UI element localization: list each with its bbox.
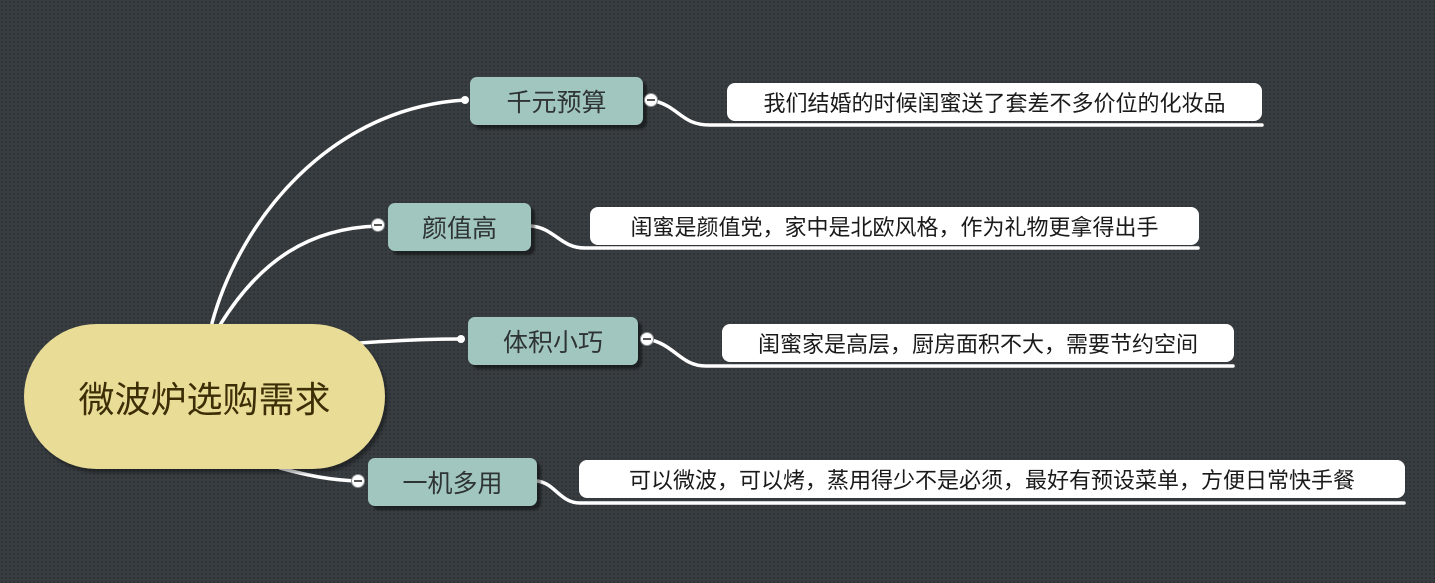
connector-dot (457, 335, 465, 343)
topic-compact-size[interactable]: 体积小巧 (468, 317, 638, 365)
connector-dot (461, 96, 469, 104)
topic-label: 千元预算 (506, 88, 607, 117)
note-text: 我们结婚的时候闺蜜送了套差不多价位的化妆品 (763, 92, 1226, 117)
root-topic[interactable]: 微波炉选购需求 (24, 324, 385, 469)
note-compact-size[interactable]: 闺蜜家是高层，厨房面积不大，需要节约空间 (722, 324, 1234, 362)
topic-label: 一机多用 (402, 469, 503, 498)
note-text: 闺蜜家是高层，厨房面积不大，需要节约空间 (757, 333, 1198, 358)
topic-label: 颜值高 (421, 214, 497, 243)
note-appearance[interactable]: 闺蜜是颜值党，家中是北欧风格，作为礼物更拿得出手 (590, 207, 1199, 245)
topic-appearance[interactable]: 颜值高 (388, 203, 531, 251)
note-multifunction[interactable]: 可以微波，可以烤，蒸用得少不是必须，最好有预设菜单，方便日常快手餐 (579, 460, 1405, 498)
collapse-toggle-icon[interactable] (351, 474, 365, 488)
note-text: 可以微波，可以烤，蒸用得少不是必须，最好有预设菜单，方便日常快手餐 (628, 469, 1355, 494)
note-text: 闺蜜是颜值党，家中是北欧风格，作为礼物更拿得出手 (630, 216, 1159, 241)
topic-label: 体积小巧 (502, 328, 603, 357)
collapse-toggle-icon[interactable] (640, 332, 654, 346)
collapse-toggle-icon[interactable] (644, 93, 658, 107)
topic-multifunction[interactable]: 一机多用 (368, 458, 537, 506)
collapse-toggle-icon[interactable] (371, 218, 385, 232)
root-topic-label: 微波炉选购需求 (78, 379, 331, 421)
topic-budget[interactable]: 千元预算 (470, 77, 643, 125)
note-budget[interactable]: 我们结婚的时候闺蜜送了套差不多价位的化妆品 (727, 83, 1262, 121)
